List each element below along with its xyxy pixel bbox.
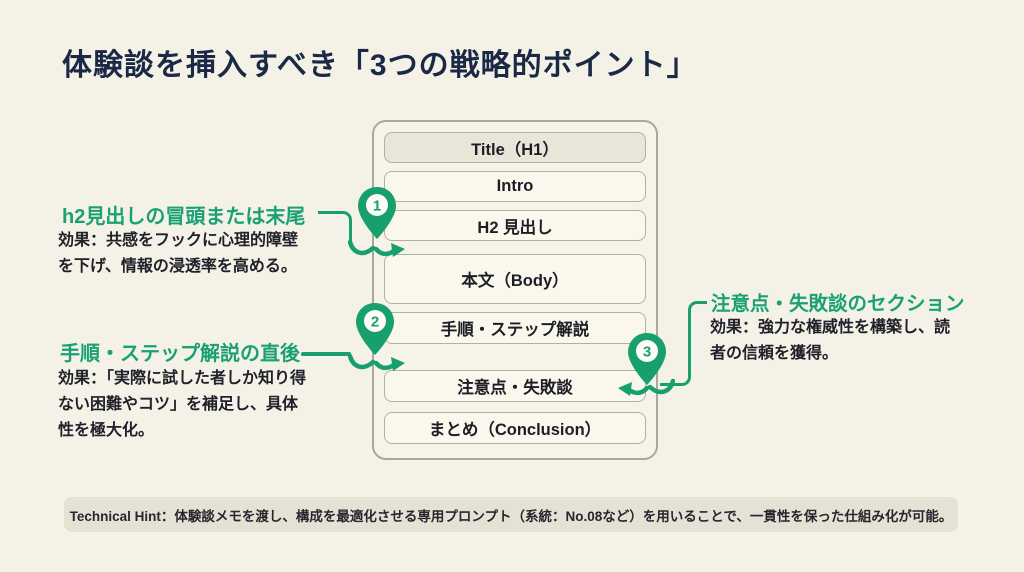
annotation-3-body: 効果：強力な権威性を構築し、読 者の信頼を獲得。: [710, 319, 951, 362]
map-pin-3-icon: 3: [626, 332, 668, 386]
annotation-2-body: 効果：「実際に試した者しか知り得 ない困難やコツ」を補足し、具体 性を極大化。: [58, 370, 307, 439]
annotation-2-heading: 手順・ステップ解説の直後: [60, 343, 300, 365]
annotation-3-heading: 注意点・失敗談のセクション: [711, 293, 965, 315]
curved-arrow-2-icon: [347, 350, 406, 374]
connector-2-line: [301, 352, 351, 356]
technical-hint-text: Technical Hint：体験談メモを渡し、構成を最適化させる専用プロンプト…: [69, 508, 953, 524]
technical-hint-bar: Technical Hint：体験談メモを渡し、構成を最適化させる専用プロンプト…: [64, 497, 958, 532]
structure-box-body: 本文（Body）: [384, 254, 646, 304]
connector-3-line-upper: [688, 301, 707, 354]
article-structure-frame: Title（H1） Intro H2 見出し 本文（Body） 手順・ステップ解…: [372, 120, 658, 460]
structure-box-title-h1: Title（H1）: [384, 132, 646, 163]
structure-box-steps: 手順・ステップ解説: [384, 312, 646, 344]
page-title: 体験談を挿入すべき「3つの戦略的ポイント」: [62, 49, 698, 82]
connector-3-line-lower: [660, 354, 691, 386]
map-pin-2-icon: 2: [354, 302, 396, 356]
curved-arrow-3-icon: [617, 375, 676, 399]
map-pin-1-icon: 1: [356, 186, 398, 240]
structure-box-cautions: 注意点・失敗談: [384, 370, 646, 402]
curved-arrow-1-icon: [347, 236, 406, 260]
pin-3-number: 3: [643, 344, 651, 361]
pin-2-number: 2: [371, 314, 379, 331]
pin-1-number: 1: [373, 198, 381, 215]
connector-1-line: [318, 211, 352, 242]
structure-box-conclusion: まとめ（Conclusion）: [384, 412, 646, 444]
structure-box-h2-heading: H2 見出し: [384, 210, 646, 241]
annotation-1-body: 効果：共感をフックに心理的障壁 を下げ、情報の浸透率を高める。: [58, 232, 299, 275]
annotation-1-heading: h2見出しの冒頭または末尾: [62, 206, 306, 228]
structure-box-intro: Intro: [384, 171, 646, 202]
